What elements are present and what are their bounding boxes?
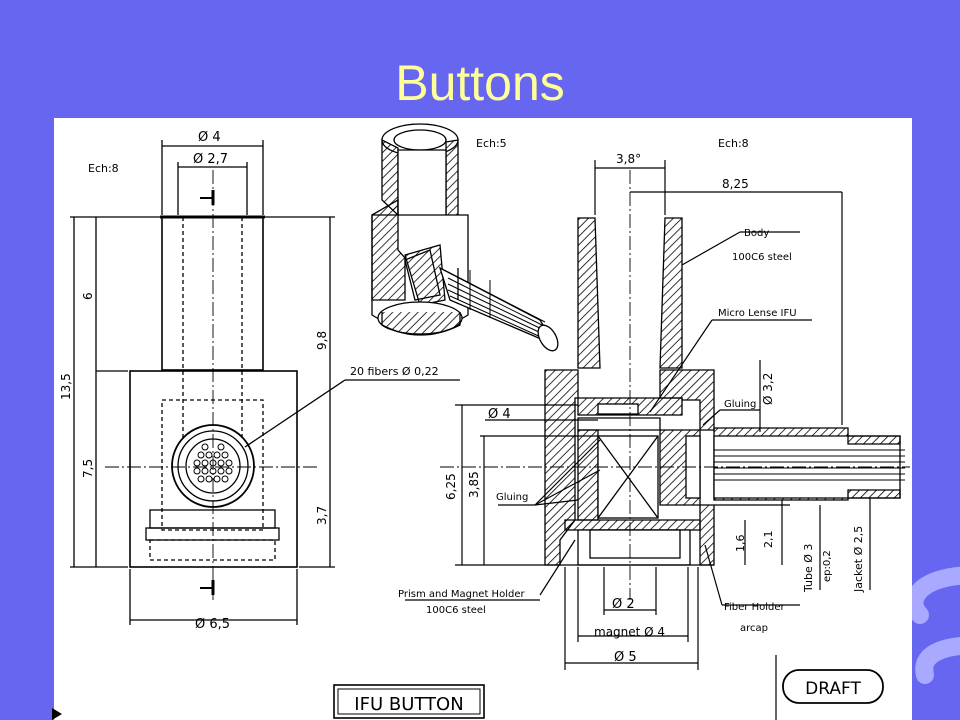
dim-dia-5: Ø 5 <box>614 650 637 665</box>
slide-title: Buttons <box>395 55 565 111</box>
dim-9-8: 9,8 <box>315 331 329 350</box>
title-box-label: IFU BUTTON <box>354 694 463 715</box>
ep-label: ep:0,2 <box>822 550 833 582</box>
dim-8-25: 8,25 <box>722 177 749 191</box>
dim-2-1: 2,1 <box>762 531 775 549</box>
left-view <box>70 140 460 625</box>
fiber-holder-material: arcap <box>740 623 768 634</box>
fibers-note: 20 fibers Ø 0,22 <box>350 365 439 378</box>
scale-label-left: Ech:8 <box>88 162 119 175</box>
dim-7-5: 7,5 <box>81 459 95 478</box>
body-material: 100C6 steel <box>732 252 792 263</box>
ifu-button-drawing: Ech:8 Ø 4 Ø 2,7 6 13,5 7,5 9,8 3,7 20 fi… <box>59 123 910 720</box>
draft-box-label: DRAFT <box>805 679 861 699</box>
tube-label: Tube Ø 3 <box>802 544 815 593</box>
scale-label-perspective: Ech:5 <box>476 137 507 150</box>
section-view <box>440 170 910 600</box>
technical-drawing: Ech:8 Ø 4 Ø 2,7 6 13,5 7,5 9,8 3,7 20 fi… <box>54 118 912 720</box>
dim-3-7: 3,7 <box>315 506 329 525</box>
gluing-top-label: Gluing <box>724 399 756 410</box>
dim-6-25: 6,25 <box>444 473 458 500</box>
dim-1-6: 1,6 <box>734 535 747 553</box>
dim-dia-bottom: Ø 6,5 <box>195 617 230 632</box>
dim-dia-3-2: Ø 3,2 <box>761 373 775 405</box>
decorative-swirl <box>905 566 960 684</box>
micro-lense-label: Micro Lense IFU <box>718 308 797 319</box>
body-label: Body <box>744 228 769 239</box>
dim-dia-top-inner: Ø 2,7 <box>193 152 228 167</box>
dim-dia-2: Ø 2 <box>612 597 635 612</box>
dim-3-85: 3,85 <box>467 471 481 498</box>
dim-6: 6 <box>81 292 95 300</box>
section-view-labels: Ech:8 3,8° 8,25 Body 100C6 steel Micro L… <box>398 137 865 665</box>
left-view-labels: Ech:8 Ø 4 Ø 2,7 6 13,5 7,5 9,8 3,7 20 fi… <box>59 130 439 632</box>
dim-dia-4: Ø 4 <box>488 407 511 422</box>
dim-3-8: 3,8° <box>616 152 641 166</box>
section-view-dimensions <box>405 160 871 670</box>
prism-holder-material: 100C6 steel <box>426 605 486 616</box>
jacket-label: Jacket Ø 2,5 <box>852 526 865 593</box>
scale-label-section: Ech:8 <box>718 137 749 150</box>
dim-magnet: magnet Ø 4 <box>594 625 665 639</box>
gluing-left-label: Gluing <box>496 492 528 503</box>
fiber-holder-label: Fiber Holder <box>724 602 786 613</box>
perspective-view <box>371 123 559 352</box>
corner-arrow-icon <box>52 708 62 720</box>
dim-13-5: 13,5 <box>59 373 73 400</box>
dim-dia-top-outer: Ø 4 <box>198 130 221 145</box>
title-blocks <box>333 655 884 720</box>
prism-holder-label: Prism and Magnet Holder <box>398 589 525 600</box>
